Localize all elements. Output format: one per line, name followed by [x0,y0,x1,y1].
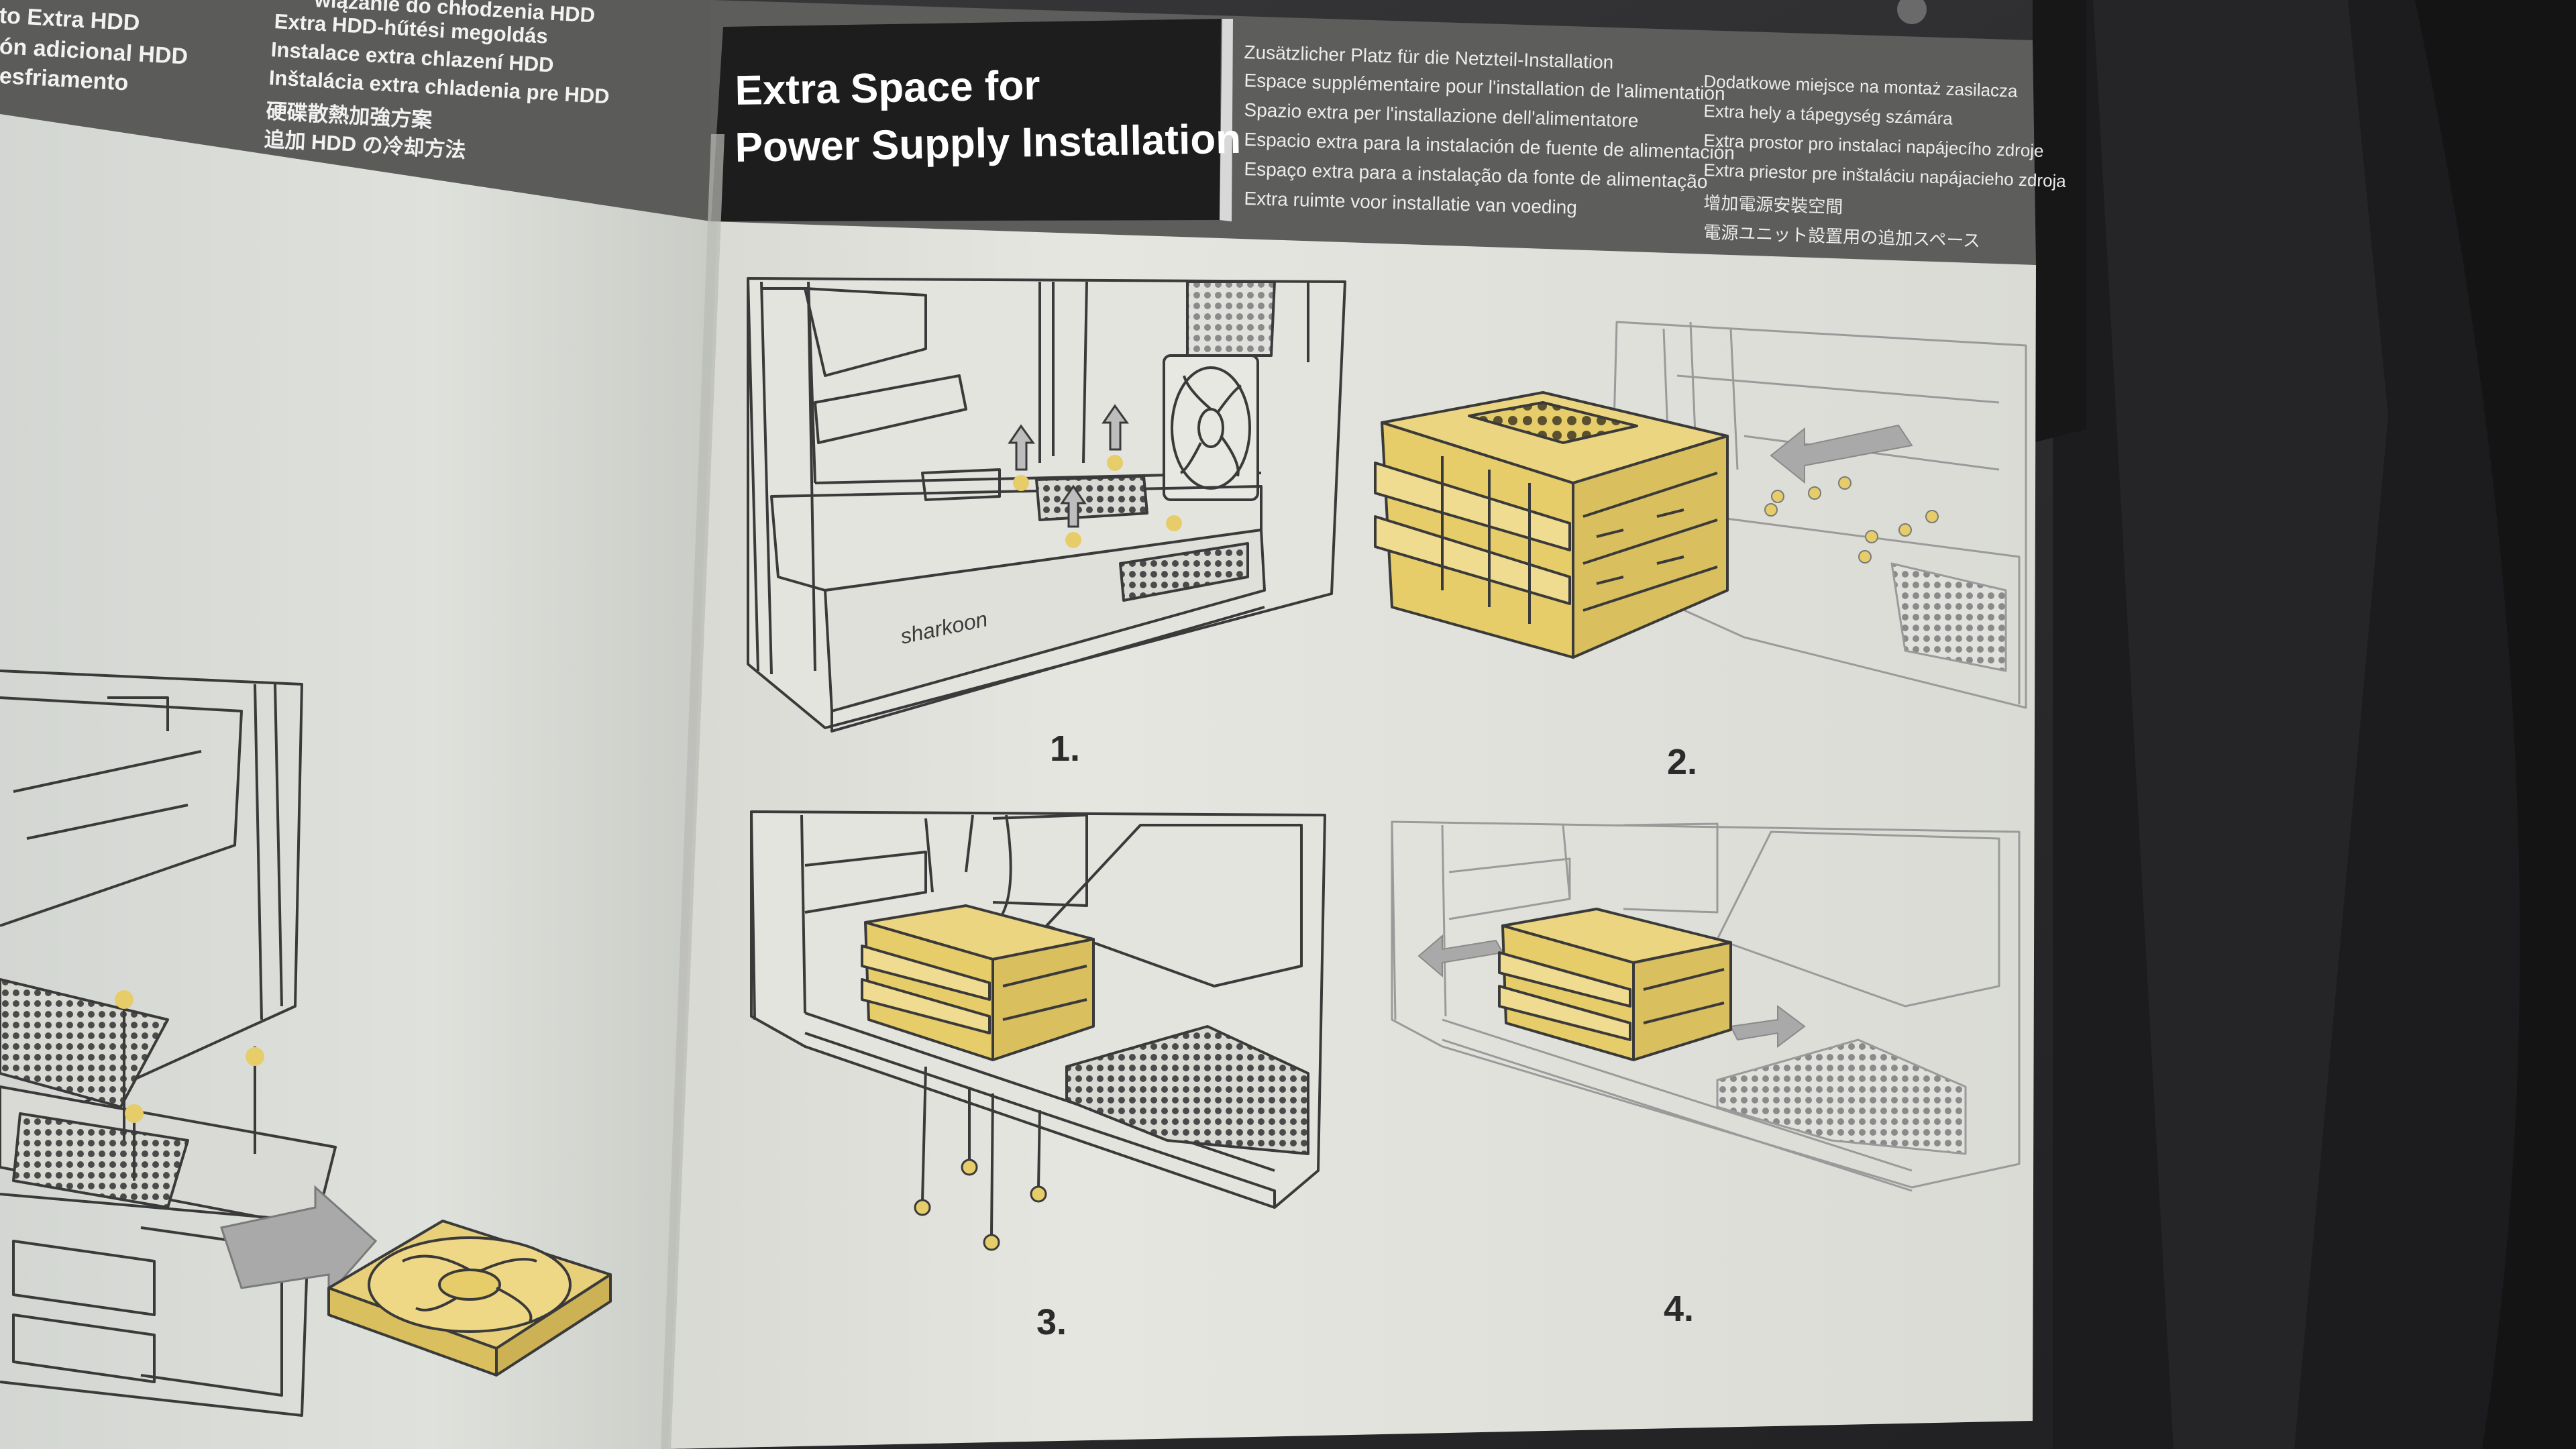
step-3-label: 3. [1036,1302,1067,1342]
translation-line: 增加電源安裝空間 [1703,192,1843,217]
step-4-label: 4. [1664,1289,1695,1329]
step-2-label: 2. [1667,742,1698,782]
title-line-1: Extra Space for [735,62,1041,114]
title-line-2: Power Supply Installation [735,115,1242,171]
step-1-label: 1. [1050,729,1081,769]
